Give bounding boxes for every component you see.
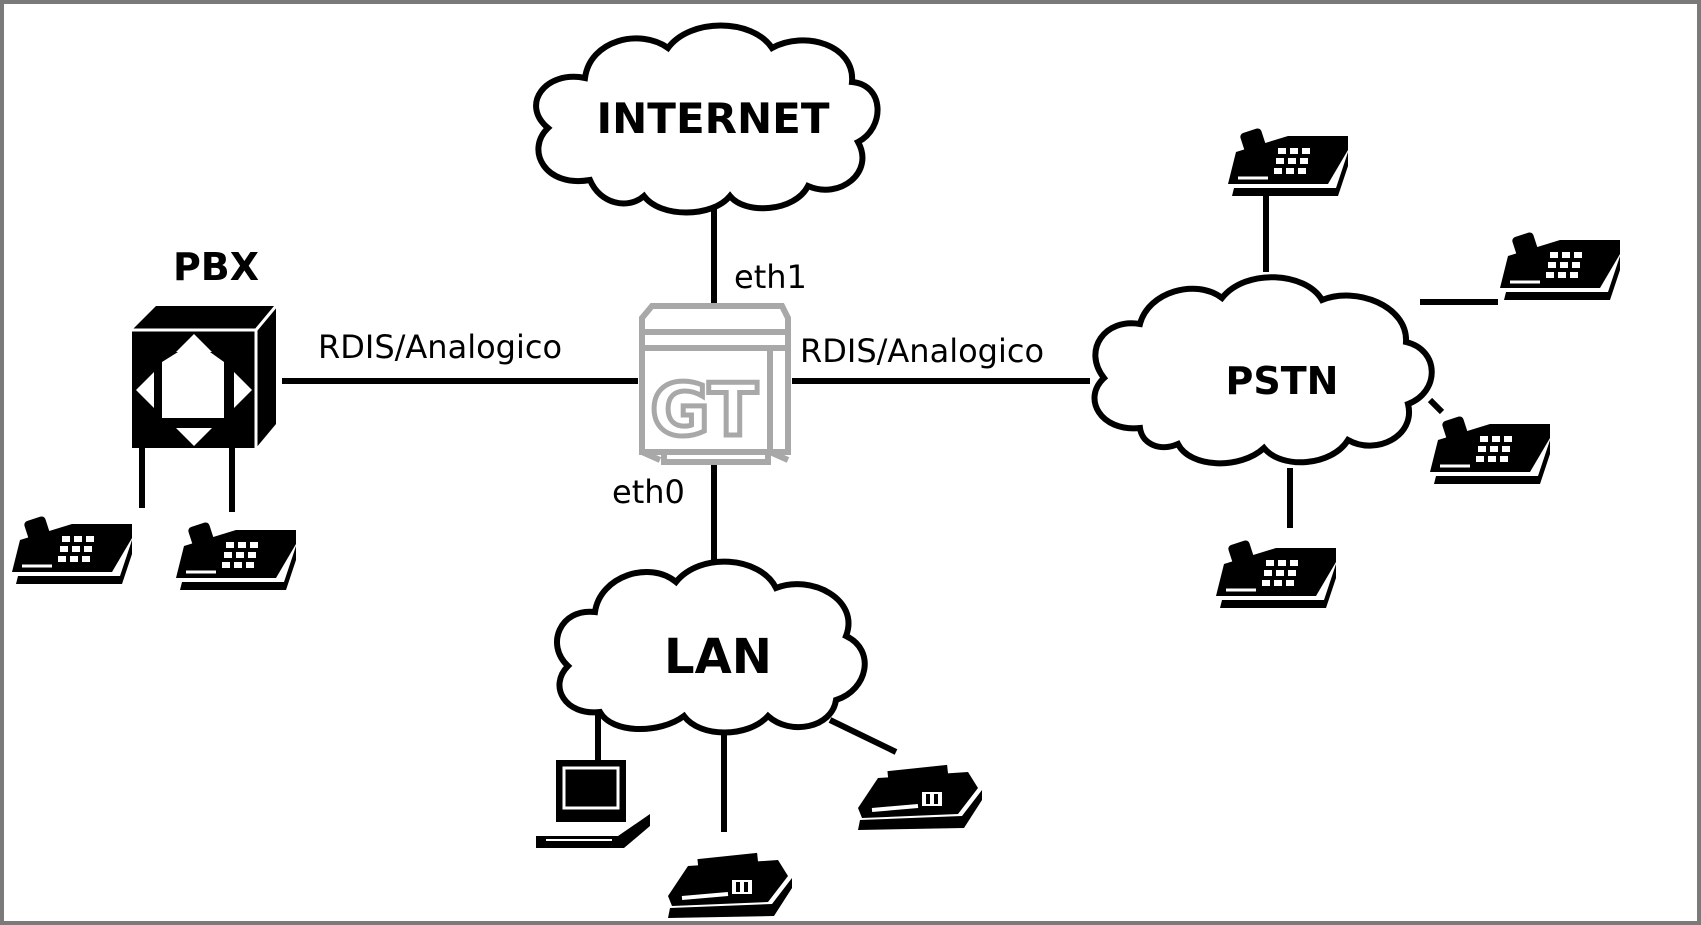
pstn-label: PSTN (1226, 359, 1339, 403)
pbx-label: PBX (173, 245, 259, 289)
pstn-cloud: PSTN (1091, 274, 1435, 467)
cloud-icon (533, 22, 881, 216)
cloud-icon (554, 558, 868, 736)
lan-label: LAN (664, 629, 772, 685)
internet-cloud: INTERNET (533, 22, 881, 216)
internet-label: INTERNET (597, 94, 830, 143)
gateway-node: GT (639, 303, 791, 465)
pbx-node: PBX (132, 245, 278, 448)
link-label-gateway-pstn: RDIS/Analogico (800, 332, 1044, 370)
lan-computer (536, 760, 650, 848)
cloud-icon (1091, 274, 1435, 467)
pbx-switch-icon (132, 305, 278, 448)
link-label-pbx-gateway: RDIS/Analogico (318, 328, 562, 366)
computer-icon (536, 760, 650, 848)
link-label-eth0: eth0 (612, 473, 685, 511)
gateway-server-icon (639, 303, 791, 465)
links (139, 196, 1498, 832)
lan-cloud: LAN (554, 558, 868, 736)
link-label-eth1: eth1 (734, 258, 807, 296)
gateway-label: GT (651, 368, 758, 452)
